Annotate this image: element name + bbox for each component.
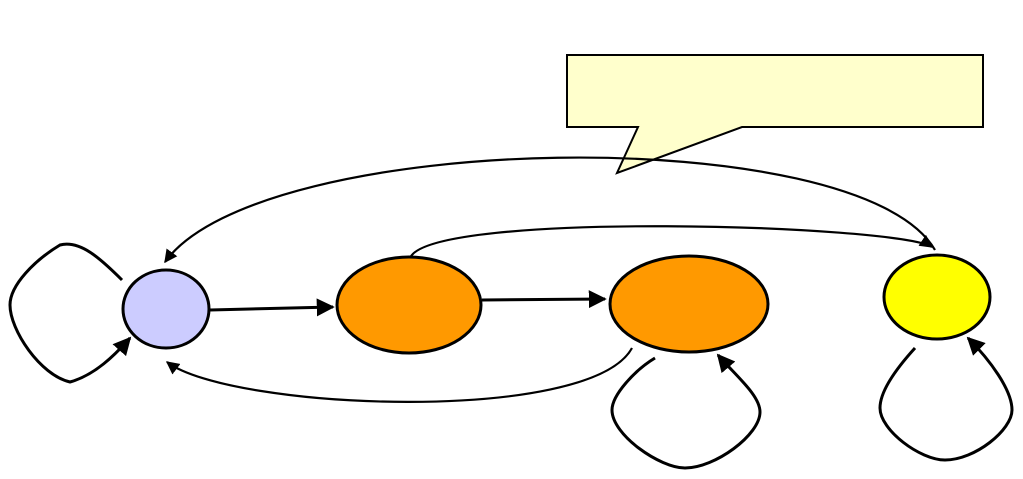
edge-state-3-to-state-1 <box>165 347 633 403</box>
self-loop-state-3 <box>610 353 762 470</box>
edge-state-4-to-state-1 <box>164 156 936 264</box>
state-node-3[interactable] <box>608 254 770 354</box>
self-loop-state-4 <box>878 336 1014 462</box>
edge-state-2-to-state-4 <box>408 225 934 259</box>
state-node-4[interactable] <box>882 253 992 341</box>
state-node-2[interactable] <box>335 255 483 355</box>
state-node-1[interactable] <box>121 268 211 350</box>
edge-state-2-to-state-3 <box>481 290 607 309</box>
speech-callout <box>566 54 984 175</box>
edge-state-1-to-state-2 <box>209 298 335 317</box>
self-loop-state-1 <box>8 242 132 384</box>
